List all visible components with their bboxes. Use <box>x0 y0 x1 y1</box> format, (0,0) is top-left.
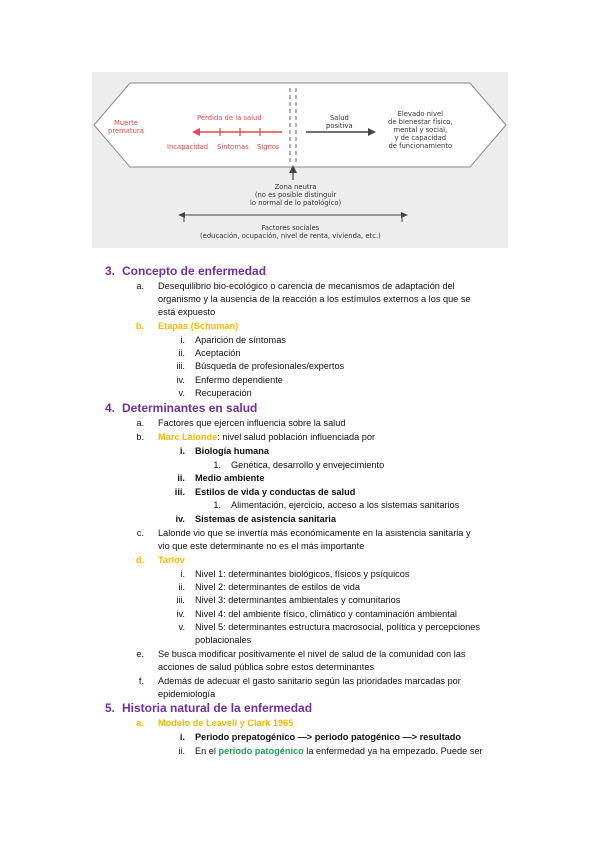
list-item-text: Periodo prepatogénico —> periodo patogén… <box>195 732 461 742</box>
list-marker: a. <box>136 418 144 428</box>
list-item-text: Nivel 3: determinantes ambientales y com… <box>195 595 401 605</box>
lalonde-item: Marc Lalonde: nivel salud población infl… <box>158 432 376 442</box>
factores-sociales-label: Factores sociales(educación, ocupación, … <box>200 224 381 240</box>
list-marker: i. <box>179 446 185 456</box>
section-3-heading: 3.Concepto de enfermedad <box>105 264 267 278</box>
list-item-text: Recuperación <box>195 388 252 398</box>
tarlov-label: Tarlov <box>158 555 185 565</box>
double-arrow-shape <box>93 82 507 168</box>
neutral-pointer-head <box>289 165 297 173</box>
list-marker: iv. <box>175 514 185 524</box>
bracket-arrow-right <box>401 212 408 218</box>
list-item-text: Enfermo dependiente <box>195 375 283 385</box>
list-marker: 1. <box>213 500 221 510</box>
leavell-clark-label: Modelo de Leavell y Clark 1965 <box>158 718 294 728</box>
list-marker: iii. <box>176 595 185 605</box>
loss-arrow-head <box>192 128 200 136</box>
list-item-text: Desequilibrio bio-ecológico o carencia d… <box>158 281 455 291</box>
social-factors-bracket <box>183 214 403 222</box>
list-marker: b. <box>136 432 144 442</box>
list-marker: f. <box>138 676 144 686</box>
list-item-text: Nivel 5: determinantes estructura macros… <box>195 622 480 632</box>
signos-label: Signos <box>257 143 280 151</box>
list-marker: ii. <box>178 348 185 358</box>
list-marker: i. <box>179 732 185 742</box>
list-item-text: Nivel 2: determinantes de estilos de vid… <box>195 582 360 592</box>
list-item-text: Sistemas de asistencia sanitaria <box>195 514 336 524</box>
list-item-text: Medio ambiente <box>195 473 265 483</box>
list-item-text: Nivel 1: determinantes biológicos, físic… <box>195 569 410 579</box>
list-marker: ii. <box>178 746 185 756</box>
list-marker: d. <box>135 555 144 565</box>
list-marker: b. <box>135 321 144 331</box>
sintomas-label: Síntomas <box>217 143 249 151</box>
incapacidad-label: Incapacidad <box>167 143 209 151</box>
list-marker: i. <box>180 569 185 579</box>
list-marker: c. <box>136 528 144 538</box>
list-marker: i. <box>180 335 185 345</box>
list-item-text: vio que este determinante no es el más i… <box>158 541 365 551</box>
section-5-heading: 5.Historia natural de la enfermedad <box>105 701 313 715</box>
list-item-text: Se busca modificar positivamente el nive… <box>158 649 466 659</box>
list-item-text: Factores que ejercen influencia sobre la… <box>158 418 346 428</box>
list-item-text: epidemiología <box>158 689 216 699</box>
list-item-text: Aparición de síntomas <box>195 335 286 345</box>
list-item-text: Aceptación <box>195 348 241 358</box>
list-marker: 1. <box>213 460 221 470</box>
perdida-label: Pérdida de la salud <box>197 114 262 122</box>
list-item-text: está expuesto <box>158 307 216 317</box>
list-marker: ii. <box>177 473 185 483</box>
list-item-text: Alimentación, ejercicio, acceso a los si… <box>231 500 460 510</box>
section-4-heading: 4.Determinantes en salud <box>105 401 258 415</box>
list-marker: v. <box>178 622 185 632</box>
list-item-text: Nivel 4: del ambiente físico, climático … <box>195 609 457 619</box>
list-item-text: Búsqueda de profesionales/expertos <box>195 361 345 371</box>
list-marker: v. <box>178 388 185 398</box>
list-item-text: Biología humana <box>195 446 270 456</box>
list-item-text: Estilos de vida y conductas de salud <box>195 487 356 497</box>
list-marker: iv. <box>176 375 185 385</box>
continuum-diagram <box>93 82 507 222</box>
list-marker: a. <box>136 718 144 728</box>
etapas-label: Etapas (Schuman) <box>158 321 239 331</box>
list-marker: e. <box>136 649 144 659</box>
list-item-text: Lalonde vio que se invertía más económic… <box>158 528 471 538</box>
list-marker: iv. <box>176 609 185 619</box>
list-item-text: organismo y la ausencia de la reacción a… <box>158 294 471 304</box>
list-marker: iii. <box>174 487 185 497</box>
bracket-arrow-left <box>178 212 185 218</box>
wellbeing-arrow-head <box>368 128 376 136</box>
list-item-text: acciones de salud pública sobre estos de… <box>158 662 375 672</box>
list-item-text: Además de adecuar el gasto sanitario seg… <box>158 676 461 686</box>
list-marker: ii. <box>178 582 185 592</box>
list-item-text: Genética, desarrollo y envejecimiento <box>231 460 385 470</box>
periodo-patogenico-item: En el periodo patogénico la enfermedad y… <box>195 746 483 756</box>
list-item-text: poblacionales <box>195 635 252 645</box>
list-marker: iii. <box>176 361 185 371</box>
list-marker: a. <box>136 281 144 291</box>
